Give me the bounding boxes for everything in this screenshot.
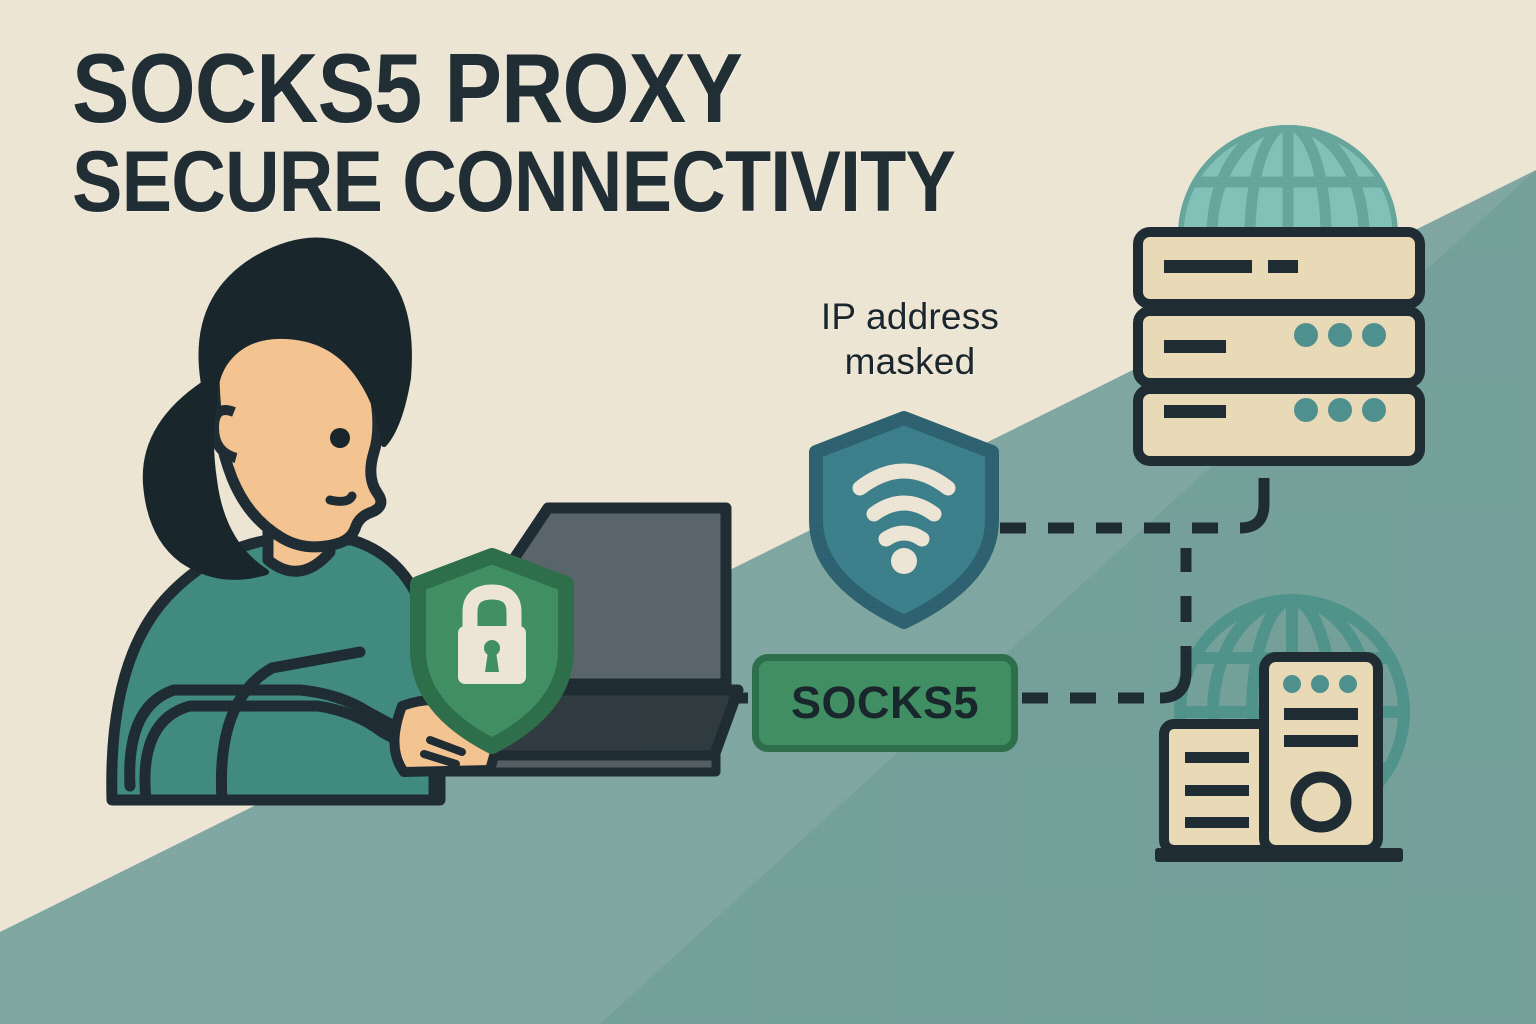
caption-line-2: masked bbox=[844, 341, 976, 383]
caption-line-1: IP address bbox=[820, 296, 1000, 337]
connection-corner-upper bbox=[1239, 503, 1270, 534]
connection-corner-lower bbox=[1159, 671, 1192, 704]
server-rack-icon bbox=[1133, 227, 1425, 466]
socks5-badge: SOCKS5 bbox=[752, 654, 1018, 752]
server-towers-icon bbox=[1155, 652, 1403, 862]
page-title: SOCKS5 PROXY SECURE CONNECTIVITY bbox=[72, 33, 1076, 231]
wifi-shield-icon bbox=[809, 411, 999, 629]
lock-shield-icon bbox=[410, 548, 574, 754]
title-line-2: SECURE CONNECTIVITY bbox=[72, 134, 956, 231]
ip-masked-caption: IP address masked bbox=[790, 294, 1030, 384]
person-at-laptop-illustration bbox=[106, 237, 503, 806]
socks5-badge-label: SOCKS5 bbox=[790, 677, 980, 728]
title-line-1: SOCKS5 PROXY bbox=[72, 33, 743, 143]
